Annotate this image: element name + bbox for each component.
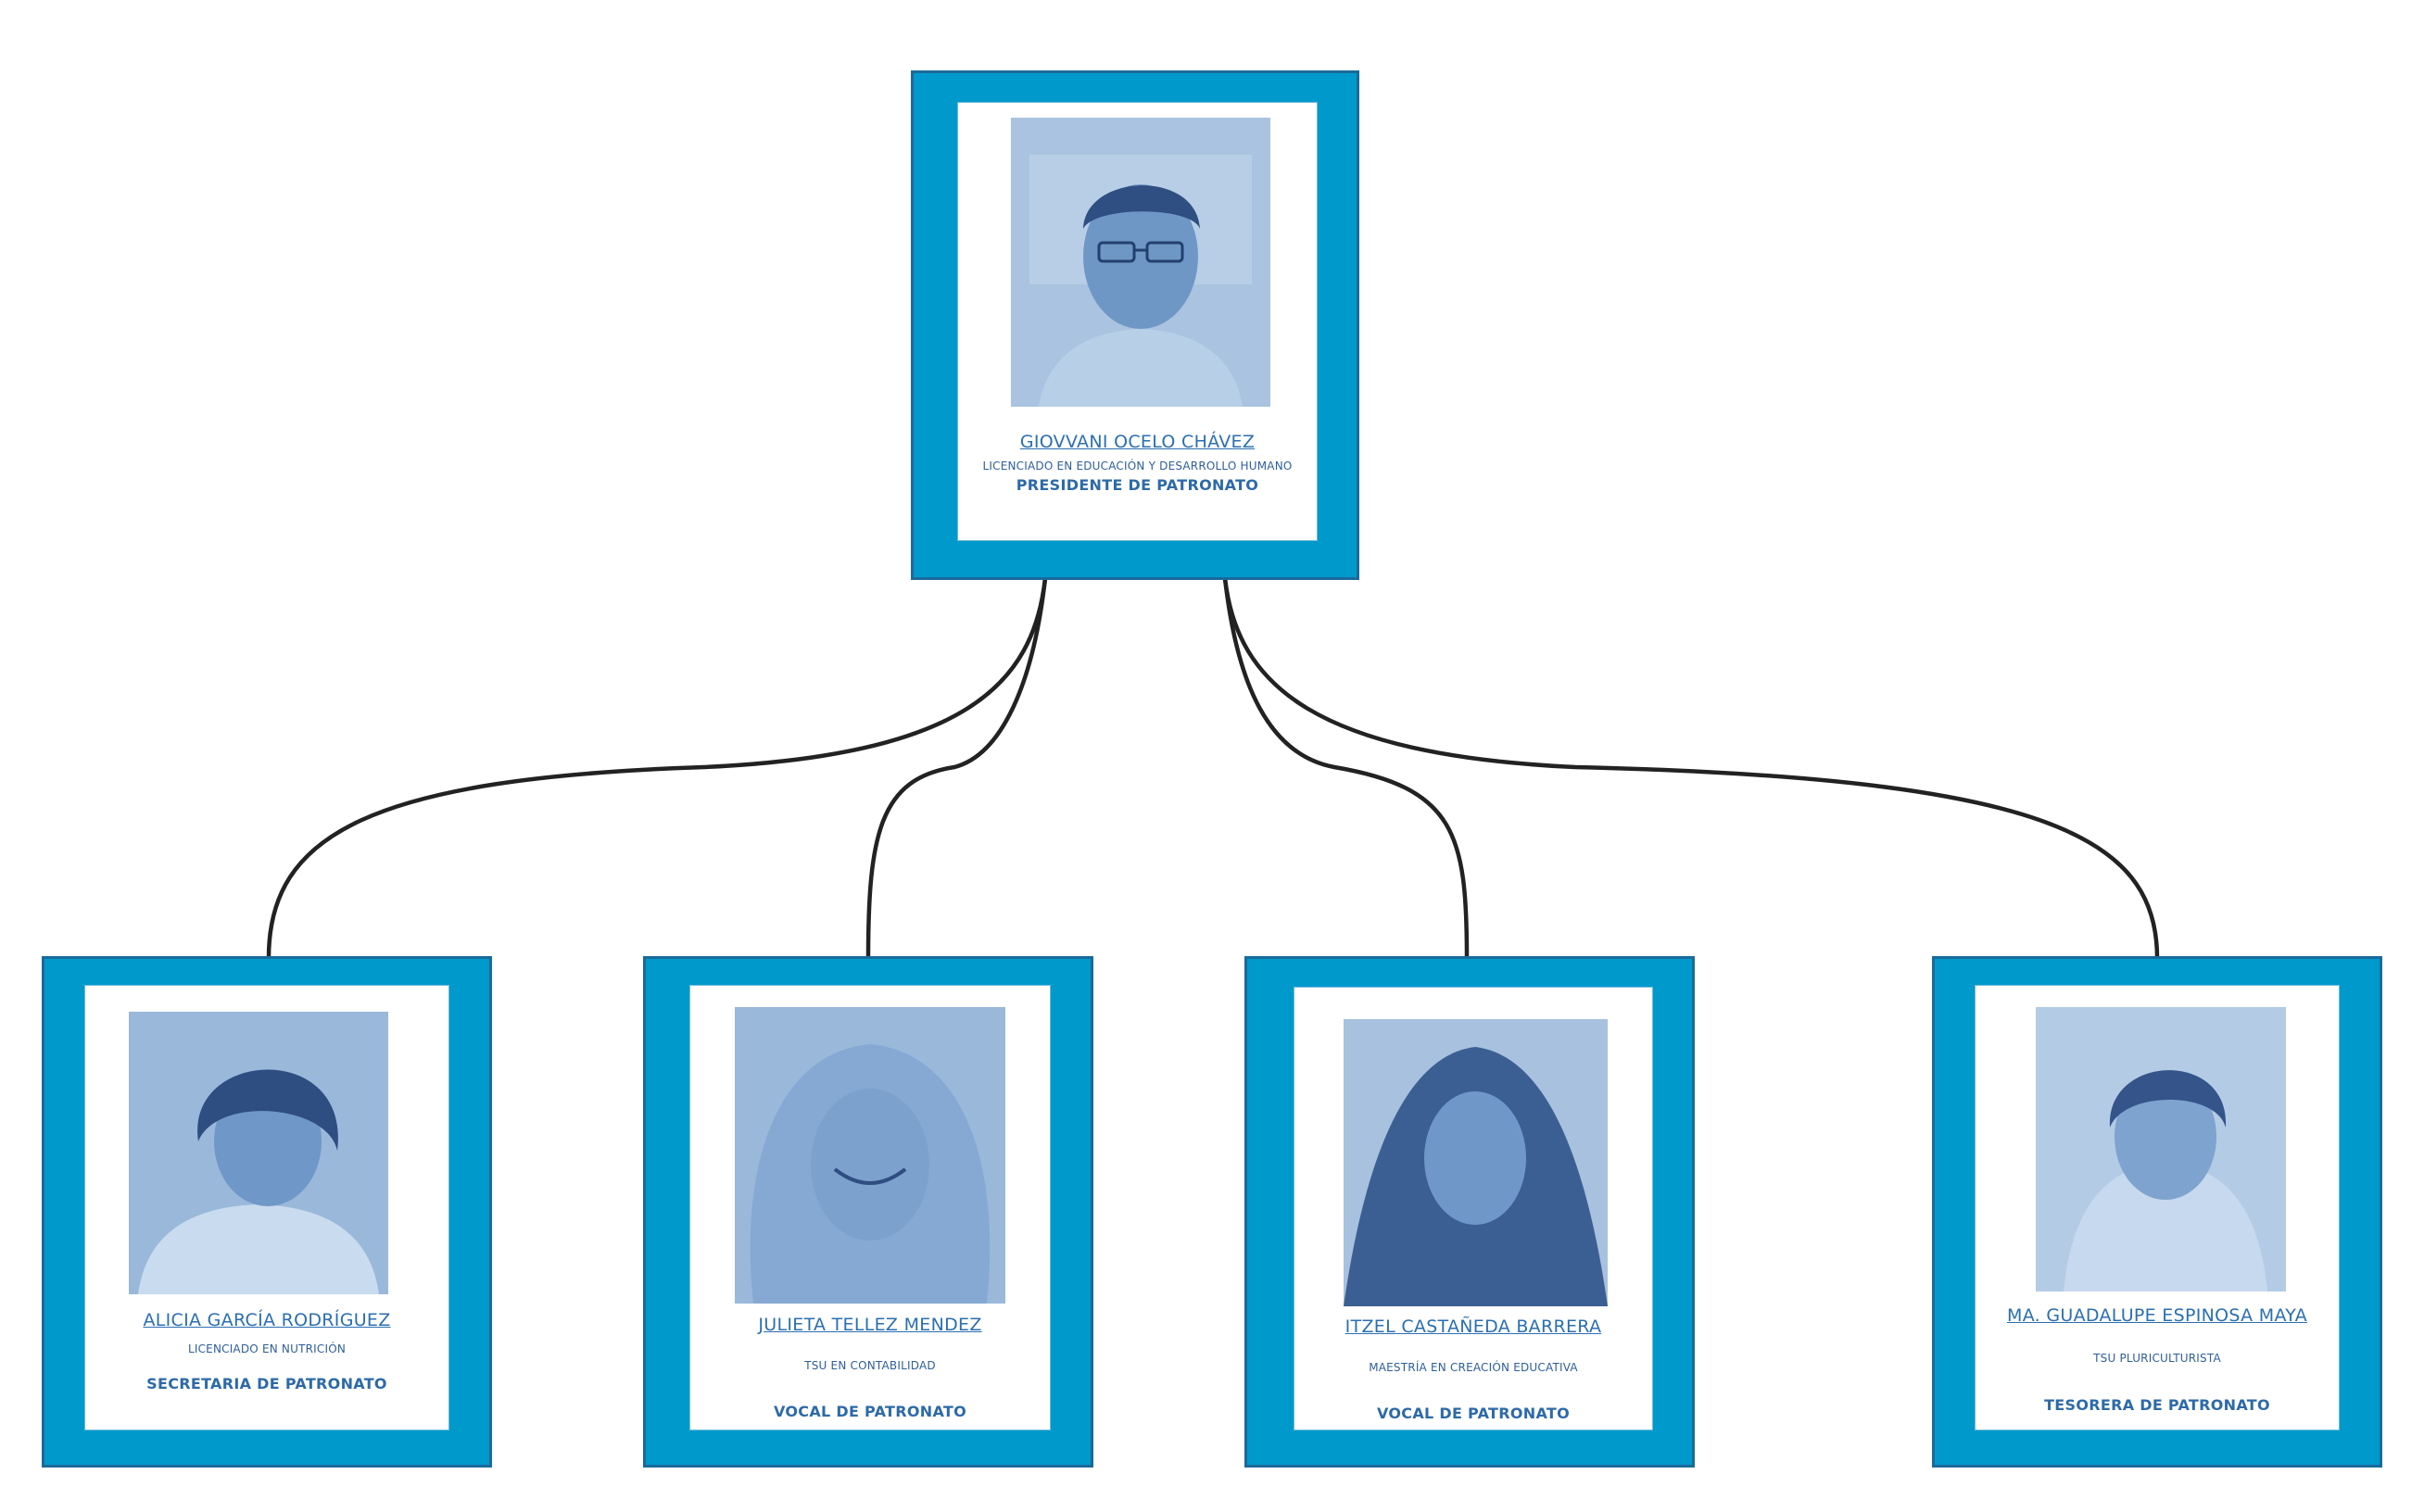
member-1-name[interactable]: ALICIA GARCÍA RODRÍGUEZ (143, 1310, 391, 1330)
connector-to-member-2 (865, 575, 1048, 961)
president-degree: LICENCIADO EN EDUCACIÓN Y DESARROLLO HUM… (982, 460, 1293, 472)
member-4-role: TESORERA DE PATRONATO (2044, 1396, 2270, 1414)
president-role: PRESIDENTE DE PATRONATO (1016, 476, 1259, 494)
member-1-role: SECRETARIA DE PATRONATO (146, 1375, 387, 1392)
connector-to-member-3 (1222, 575, 1470, 961)
member-card-3-panel: ITZEL CASTAÑEDA BARRERA MAESTRÍA EN CREA… (1294, 988, 1652, 1430)
president-name[interactable]: GIOVVANI OCELO CHÁVEZ (1019, 432, 1256, 452)
member-1-photo (129, 1012, 388, 1294)
member-2-name[interactable]: JULIETA TELLEZ MENDEZ (758, 1315, 982, 1335)
president-card: GIOVVANI OCELO CHÁVEZ LICENCIADO EN EDUC… (911, 70, 1359, 580)
member-2-degree: TSU EN CONTABILIDAD (804, 1359, 936, 1372)
member-card-4-panel: MA. GUADALUPE ESPINOSA MAYA TSU PLURICUL… (1976, 986, 2339, 1430)
member-3-degree: MAESTRÍA EN CREACIÓN EDUCATIVA (1369, 1361, 1578, 1374)
member-3-photo (1344, 1019, 1608, 1306)
member-4-photo (2036, 1007, 2286, 1292)
member-3-name[interactable]: ITZEL CASTAÑEDA BARRERA (1345, 1317, 1602, 1337)
member-card-1-panel: ALICIA GARCÍA RODRÍGUEZ LICENCIADO EN NU… (85, 986, 448, 1430)
member-2-role: VOCAL DE PATRONATO (773, 1403, 967, 1420)
connector-to-member-4 (1222, 575, 2160, 961)
connector-to-member-1 (266, 575, 1048, 961)
member-4-name[interactable]: MA. GUADALUPE ESPINOSA MAYA (2007, 1305, 2307, 1326)
member-card-2: JULIETA TELLEZ MENDEZ TSU EN CONTABILIDA… (643, 956, 1093, 1468)
president-photo (1011, 118, 1270, 407)
member-4-degree: TSU PLURICULTURISTA (2093, 1352, 2221, 1365)
member-card-4: MA. GUADALUPE ESPINOSA MAYA TSU PLURICUL… (1932, 956, 2382, 1468)
president-card-panel: GIOVVANI OCELO CHÁVEZ LICENCIADO EN EDUC… (958, 103, 1317, 540)
member-1-degree: LICENCIADO EN NUTRICIÓN (187, 1342, 347, 1355)
member-card-1: ALICIA GARCÍA RODRÍGUEZ LICENCIADO EN NU… (42, 956, 492, 1468)
member-card-2-panel: JULIETA TELLEZ MENDEZ TSU EN CONTABILIDA… (690, 986, 1050, 1430)
member-2-photo (735, 1007, 1005, 1304)
member-card-3: ITZEL CASTAÑEDA BARRERA MAESTRÍA EN CREA… (1244, 956, 1695, 1468)
member-3-role: VOCAL DE PATRONATO (1376, 1405, 1571, 1422)
